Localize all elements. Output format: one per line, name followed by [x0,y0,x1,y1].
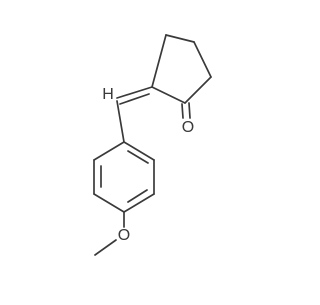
molecule-structure: O H O [93,34,212,256]
benzene-bond-6 [93,141,125,161]
benzene-bond-1 [123,141,155,161]
ring-bond-right [193,41,212,78]
vinyl-bond-inner [119,93,150,105]
carbonyl-bond-2 [188,102,191,119]
cyclopentanone-ring [151,34,212,104]
methoxy-oxygen-label: O [118,227,130,244]
benzene-bond-4 [93,193,125,213]
structure-canvas: O H O [93,34,212,256]
oxygen-methyl-bond [94,239,117,256]
carbonyl-oxygen-label: O [182,119,194,136]
ring-bond-lower-right [184,76,212,104]
benzene-inner-bond-1 [127,150,149,164]
benzene-inner-bond-2 [127,189,148,203]
ring-bond-top [165,34,195,43]
ring-bond-lower-left [151,86,186,104]
vinyl-aryl-bond [116,100,125,143]
exocyclic-double-bond [116,86,153,105]
benzene-bond-3 [123,193,155,213]
carbonyl-bond-1 [181,103,184,119]
vinyl-hydrogen-label: H [102,86,114,103]
carbonyl-double-bond [181,102,191,119]
ring-bond-left [151,34,167,88]
vinyl-bond-outer [116,86,153,99]
benzene-ring [93,141,155,213]
